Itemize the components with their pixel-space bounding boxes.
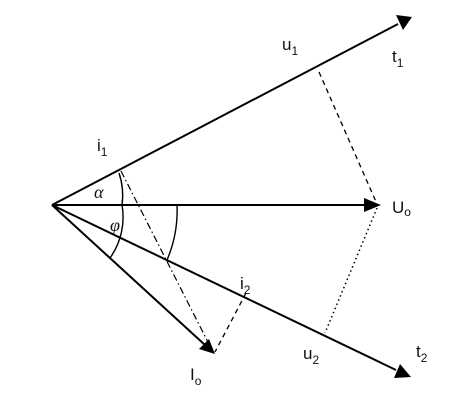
label-t1: t1 xyxy=(392,47,404,70)
vector-Io xyxy=(51,204,206,346)
label-u1: u1 xyxy=(282,35,298,58)
projection-Io-to-i1 xyxy=(120,170,213,351)
label-i1: i1 xyxy=(97,136,108,159)
projection-Io-to-i2 xyxy=(214,292,247,353)
arrowhead-Uo xyxy=(364,198,381,212)
projection-Uo-to-u2 xyxy=(324,207,378,334)
label-Uo: Uo xyxy=(392,198,411,219)
projection-Uo-to-u1 xyxy=(318,71,378,205)
label-t2: t2 xyxy=(416,342,428,365)
label-Io: Io xyxy=(190,365,202,388)
arrowhead-t2 xyxy=(394,364,411,378)
angle-arc-large xyxy=(166,204,178,261)
vector-t1 xyxy=(51,23,399,206)
label-alpha: α xyxy=(94,182,104,202)
angle-arc-phi xyxy=(109,204,124,259)
vector-t2 xyxy=(51,204,397,371)
label-i2: i2 xyxy=(240,274,251,297)
angle-arc-alpha xyxy=(118,172,124,206)
arrowhead-Io xyxy=(199,339,215,354)
label-phi: φ xyxy=(110,215,120,235)
arrowhead-t1 xyxy=(396,15,412,30)
label-u2: u2 xyxy=(303,344,319,367)
